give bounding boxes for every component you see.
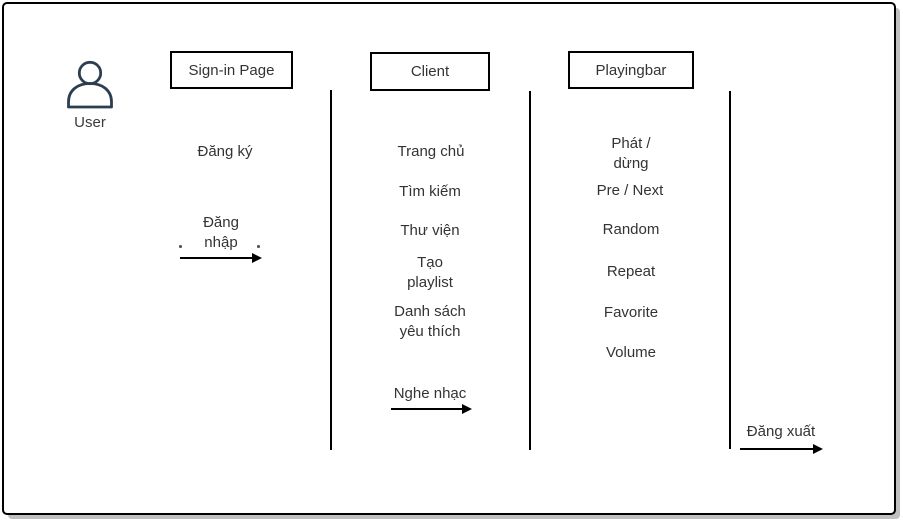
message-search: Tìm kiếm xyxy=(399,183,461,200)
actor-label: User xyxy=(74,114,106,131)
message-login: Đăng nhập xyxy=(203,214,239,251)
header-playingbar-label: Playingbar xyxy=(595,61,667,79)
header-signin-page: Sign-in Page xyxy=(170,51,293,89)
header-client-label: Client xyxy=(410,63,450,80)
header-playingbar: Playingbar xyxy=(568,51,694,89)
message-favorites-list: Danh sách yêu thích xyxy=(394,303,466,340)
logout-arrow xyxy=(740,443,823,454)
message-pre-next: Pre / Next xyxy=(596,182,664,199)
lifeline-playingbar xyxy=(729,91,731,449)
listen-music-arrow xyxy=(391,403,472,414)
user-actor-icon xyxy=(67,60,113,109)
message-favorite: Favorite xyxy=(603,304,659,321)
message-home: Trang chủ xyxy=(397,143,465,160)
message-register: Đăng ký xyxy=(197,143,253,160)
lifeline-signin xyxy=(330,90,332,450)
message-logout: Đăng xuất xyxy=(746,423,816,440)
login-arrow xyxy=(180,252,262,263)
message-play-pause: Phát / dừng xyxy=(611,135,651,172)
lifeline-client xyxy=(529,91,531,450)
login-arrowhead-icon xyxy=(252,252,262,263)
listen-music-arrowhead-icon xyxy=(462,403,472,414)
logout-arrowhead-icon xyxy=(813,443,823,454)
message-repeat: Repeat xyxy=(606,263,656,280)
anchor-dot-left xyxy=(179,245,182,248)
anchor-dot-right xyxy=(257,245,260,248)
message-volume: Volume xyxy=(605,344,657,361)
message-random: Random xyxy=(602,221,660,238)
message-create-playlist: Tạo playlist xyxy=(407,254,453,291)
header-signin-page-label: Sign-in Page xyxy=(188,61,275,79)
message-listen-music: Nghe nhạc xyxy=(393,385,467,402)
header-client: Client xyxy=(370,52,490,91)
message-library: Thư viện xyxy=(400,222,460,239)
